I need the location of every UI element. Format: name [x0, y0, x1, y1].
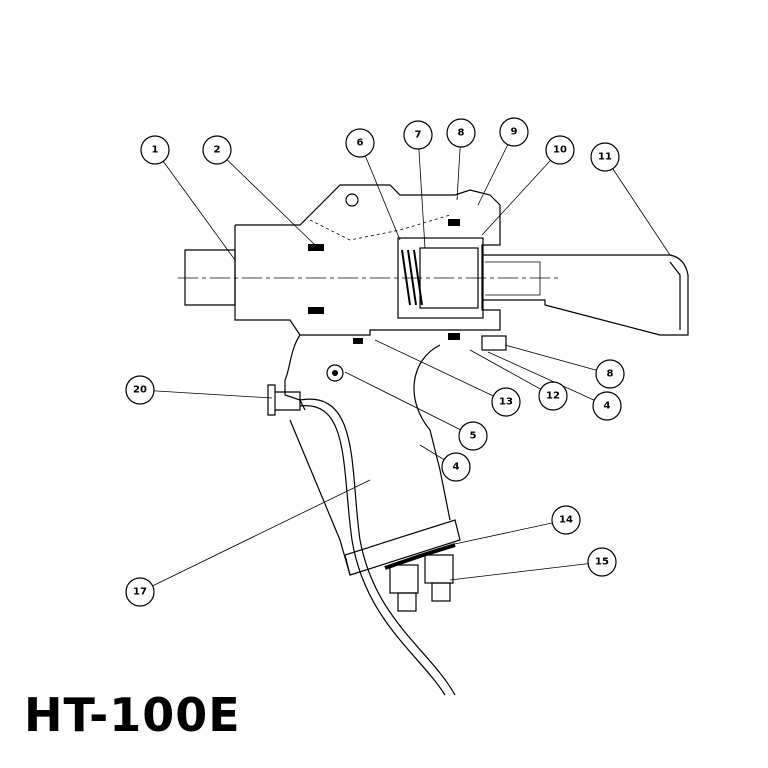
svg-text:2: 2 [214, 145, 221, 156]
callout-1: 1 [140, 135, 170, 165]
svg-text:15: 15 [595, 557, 609, 568]
svg-text:20: 20 [133, 385, 147, 396]
svg-text:8: 8 [607, 369, 614, 380]
svg-text:9: 9 [511, 127, 518, 138]
model-title: HT-100E [24, 688, 241, 742]
callout-4-right: 4 [592, 391, 622, 421]
svg-text:13: 13 [499, 397, 513, 408]
callout-8-top: 8 [446, 118, 476, 148]
callout-20: 20 [125, 375, 155, 405]
callout-7: 7 [403, 120, 433, 150]
svg-text:14: 14 [559, 515, 573, 526]
callout-12: 12 [538, 381, 568, 411]
leader-lines [139, 131, 671, 593]
callout-17: 17 [125, 577, 155, 607]
callout-11: 11 [590, 142, 620, 172]
svg-text:1: 1 [152, 145, 159, 156]
svg-text:11: 11 [598, 152, 612, 163]
svg-text:8: 8 [458, 128, 465, 139]
svg-text:10: 10 [553, 145, 567, 156]
svg-text:4: 4 [604, 401, 611, 412]
callout-6: 6 [345, 128, 375, 158]
svg-text:12: 12 [546, 391, 560, 402]
callout-8-right: 8 [595, 359, 625, 389]
callout-9: 9 [499, 117, 529, 147]
svg-text:4: 4 [453, 462, 460, 473]
svg-text:17: 17 [133, 587, 147, 598]
callout-13: 13 [491, 387, 521, 417]
gun-drawing [178, 184, 689, 696]
svg-text:5: 5 [470, 431, 477, 442]
callout-2: 2 [202, 135, 232, 165]
callout-4-lower: 4 [441, 452, 471, 482]
callout-10: 10 [545, 135, 575, 165]
callout-14: 14 [551, 505, 581, 535]
svg-text:7: 7 [415, 130, 422, 141]
callout-15: 15 [587, 547, 617, 577]
callout-5: 5 [458, 421, 488, 451]
svg-text:6: 6 [357, 138, 364, 149]
